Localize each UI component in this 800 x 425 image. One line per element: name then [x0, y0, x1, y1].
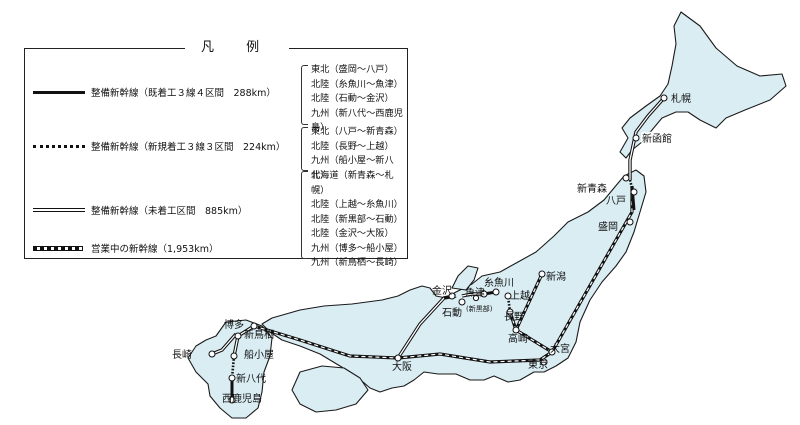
label-hachinohe: 八戸	[606, 195, 626, 207]
legend-brace	[301, 127, 308, 171]
legend-label-operating: 営業中の新幹線（1,953km）	[91, 244, 219, 255]
station-kanazawa	[448, 292, 456, 300]
station-nagano	[506, 308, 514, 316]
label-shin-kurobe: (新黒部)	[466, 304, 493, 313]
section-item: 北海道（新青森〜札幌）	[311, 170, 394, 196]
legend-symbol-operating	[33, 246, 83, 251]
station-nagasaki	[208, 350, 216, 358]
legend-symbol-new	[33, 145, 85, 148]
legend-brace	[301, 171, 308, 259]
label-itoigawa: 糸魚川	[484, 276, 514, 289]
section-item: 北陸（金沢〜大阪）	[311, 228, 394, 239]
section-item: 北陸（新黒部〜石動）	[311, 213, 403, 225]
legend-sections-built: 東北（盛岡〜八戸） 北陸（糸魚川〜魚津） 北陸（石動〜金沢） 九州（新八代〜西鹿…	[311, 63, 407, 136]
label-isurugi: 石動	[442, 306, 462, 319]
station-shin-tosu	[234, 332, 242, 340]
label-nishi-kagoshima: 西鹿児島	[222, 392, 262, 405]
station-shin-aomori	[622, 174, 630, 182]
label-niigata: 新潟	[546, 270, 566, 283]
label-osaka: 大阪	[392, 360, 412, 373]
label-tokyo: 東京	[528, 358, 548, 371]
label-shin-hakodate: 新函館	[642, 132, 672, 145]
label-uozu: 魚津	[465, 286, 485, 299]
legend-sections-future: 北海道（新青森〜札幌） 北陸（上越〜糸魚川） 北陸（新黒部〜石動） 北陸（金沢〜…	[311, 169, 407, 271]
station-niigata	[538, 270, 546, 278]
label-nagasaki: 長崎	[172, 348, 192, 361]
noto-peninsula	[451, 265, 479, 291]
legend-label-future: 整備新幹線（未着工区間 885km）	[91, 206, 248, 217]
station-morioka	[626, 218, 634, 226]
station-funagoya	[230, 352, 238, 360]
section-item: 北陸（石動〜金沢）	[311, 93, 394, 104]
station-tokyo	[540, 358, 548, 366]
section-item: 北陸（長野〜上越）	[311, 140, 394, 152]
section-item: 九州（博多〜船小屋）	[311, 242, 403, 254]
station-shin-yatsushiro	[228, 374, 236, 382]
section-item: 東北（八戸〜新青森）	[311, 126, 403, 137]
station-shin-kurobe	[472, 294, 480, 302]
label-takasaki: 高崎	[508, 332, 528, 345]
station-shin-hakodate	[632, 134, 640, 142]
legend-symbol-future	[33, 208, 85, 212]
section-item: 九州（新鳥栖〜長崎）	[311, 257, 403, 268]
section-item: 九州（船小屋〜新八代）	[311, 155, 394, 181]
landmass-group	[187, 11, 787, 419]
legend-brace	[301, 65, 308, 125]
label-omiya: 大宮	[550, 342, 570, 355]
section-item: 東北（盛岡〜八戸）	[311, 64, 394, 75]
station-omiya	[548, 348, 556, 356]
legend-box: 凡 例 整備新幹線（既着工３線４区間 288km） 東北（盛岡〜八戸） 北陸（糸…	[24, 40, 408, 268]
legend-label-built: 整備新幹線（既着工３線４区間 288km）	[91, 88, 276, 99]
station-hakata	[250, 322, 258, 330]
legend-label-new: 整備新幹線（新規着工３線３区間 224km）	[91, 142, 286, 153]
legend-symbol-built	[33, 91, 85, 94]
label-hakata: 博多	[224, 318, 244, 331]
label-funagoya: 船小屋	[244, 348, 274, 361]
section-item: 北陸（上越〜糸魚川）	[311, 199, 403, 210]
station-osaka	[394, 354, 402, 362]
label-kanazawa: 金沢	[432, 284, 452, 297]
kyushu-island	[187, 319, 273, 419]
station-sapporo	[660, 94, 668, 102]
section-item: 北陸（糸魚川〜魚津）	[311, 78, 403, 90]
stations-group	[208, 94, 668, 404]
station-nishi-kagoshima	[228, 396, 236, 404]
label-morioka: 盛岡	[598, 220, 618, 233]
station-isurugi	[458, 298, 466, 306]
label-sapporo: 札幌	[671, 92, 691, 105]
label-shin-aomori: 新青森	[577, 182, 607, 195]
shikoku-island	[291, 365, 369, 413]
station-takasaki	[512, 326, 520, 334]
section-item: 九州（新八代〜西鹿児島）	[311, 107, 403, 134]
label-nagano: 長野	[504, 311, 524, 323]
label-shin-tosu: 新鳥栖	[244, 328, 274, 341]
legend-title: 凡 例	[185, 40, 290, 56]
station-itoigawa	[492, 288, 500, 296]
station-hachinohe	[630, 188, 638, 196]
label-shin-yatsushiro: 新八代	[236, 372, 266, 385]
station-joetsu	[504, 292, 512, 300]
legend-sections-new: 東北（八戸〜新青森） 北陸（長野〜上越） 九州（船小屋〜新八代）	[311, 125, 407, 183]
label-joetsu: 上越	[510, 289, 530, 302]
station-uozu	[480, 290, 488, 298]
city-labels: 札幌 新函館 新青森 八戸 盛岡 新潟 糸魚川 上越 魚津 (新黒部) 金沢 石…	[172, 92, 691, 405]
hokkaido-island	[619, 11, 787, 159]
